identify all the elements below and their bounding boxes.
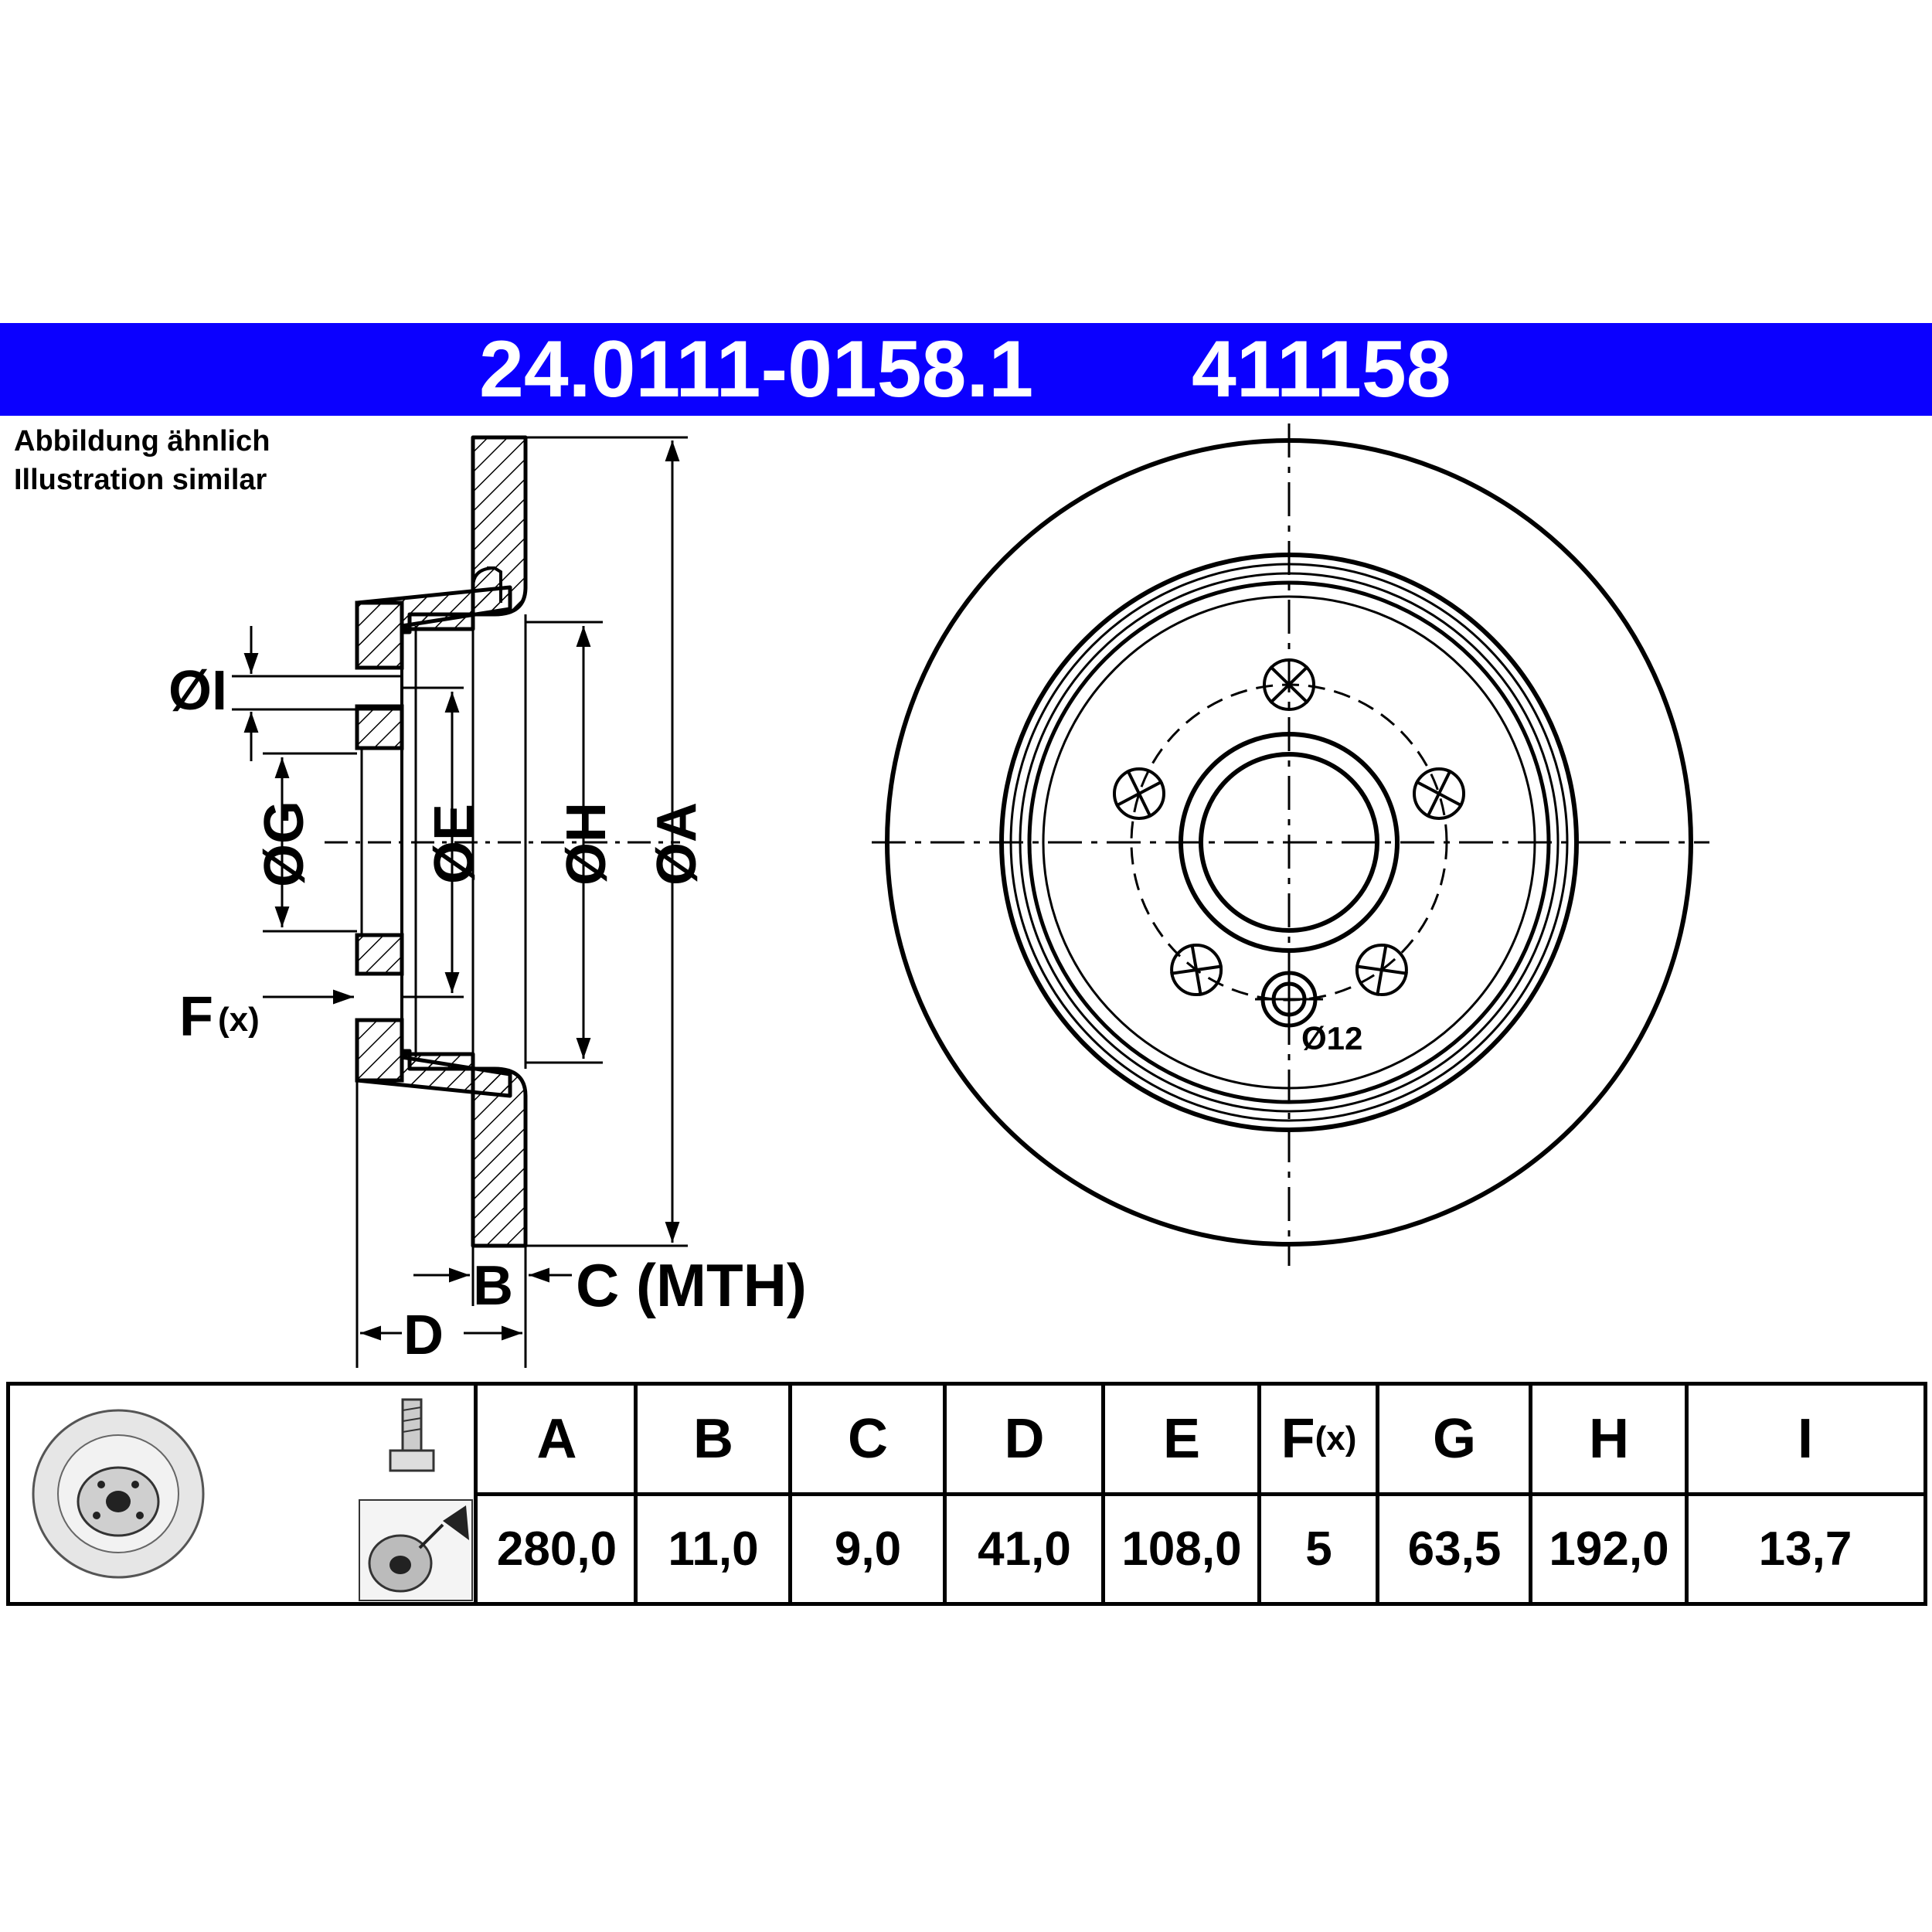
label-dia-g: ØG — [253, 801, 315, 887]
label-b: B — [473, 1255, 513, 1317]
column-value-a: 280,0 — [496, 1522, 617, 1576]
locating-hole — [1255, 966, 1323, 1032]
label-c-mth: C (MTH) — [576, 1251, 807, 1319]
label-f: F — [179, 986, 213, 1048]
column-value-d: 41,0 — [978, 1522, 1071, 1576]
table-column-divider — [1257, 1386, 1261, 1602]
label-dia-i: ØI — [168, 660, 227, 722]
flange-bottom-b — [355, 1018, 404, 1083]
reference-number: 411158 — [1192, 325, 1451, 414]
bolt-hole — [1263, 658, 1315, 711]
flange-top-b — [355, 704, 404, 750]
label-f-suffix: (x) — [218, 1001, 260, 1039]
column-value-f: 5 — [1305, 1522, 1332, 1576]
column-header-i: I — [1797, 1408, 1813, 1470]
column-header-h: H — [1589, 1408, 1629, 1470]
column-header-c: C — [848, 1408, 888, 1470]
brake-disc-icon — [32, 1409, 205, 1579]
bolt-icon — [389, 1398, 435, 1472]
label-dia-e: ØE — [423, 804, 485, 884]
label-bolt-hole: Ø12 — [1301, 1020, 1362, 1056]
bolt-hole — [1413, 767, 1466, 820]
dimension-labels: ØI ØG ØE ØH ØA F (x) B C (MTH) D — [168, 660, 807, 1366]
flange-bottom-a — [355, 933, 404, 976]
table-column-divider — [1101, 1386, 1105, 1602]
section-view — [232, 435, 688, 1368]
label-dia-a: ØA — [646, 802, 708, 886]
column-header-d: D — [1004, 1408, 1045, 1470]
column-value-c: 9,0 — [834, 1522, 902, 1576]
table-column-divider — [1376, 1386, 1379, 1602]
label-d: D — [403, 1304, 444, 1366]
note-english: Illustration similar — [14, 464, 267, 496]
front-view — [872, 423, 1709, 1266]
column-value-g: 63,5 — [1407, 1522, 1502, 1576]
flange-top-a — [355, 600, 404, 670]
column-header-b: B — [693, 1408, 733, 1470]
table-column-divider — [1685, 1386, 1689, 1602]
column-value-h: 192,0 — [1549, 1522, 1669, 1576]
table-column-divider — [788, 1386, 792, 1602]
table-row-divider — [474, 1492, 1923, 1496]
bolt-hole — [1170, 944, 1223, 997]
column-value-e: 108,0 — [1121, 1522, 1242, 1576]
spec-table: A 280,0 B 11,0 C 9,0 D 41,0 E 108,0 F(x) 5 G 63,5 H 192… — [6, 1382, 1927, 1606]
header-bar — [0, 323, 1932, 416]
grease-disc-icon — [359, 1499, 473, 1601]
label-dia-h: ØH — [556, 802, 617, 886]
note-german: Abbildung ähnlich — [14, 425, 270, 457]
table-column-divider — [1529, 1386, 1532, 1602]
bolt-hole — [1355, 944, 1408, 997]
column-header-a: A — [536, 1408, 577, 1470]
bolt-hole — [1112, 767, 1165, 820]
table-icons — [32, 1398, 473, 1601]
table-column-divider — [634, 1386, 638, 1602]
column-value-i: 13,7 — [1758, 1522, 1852, 1576]
bolt-holes — [1112, 658, 1466, 997]
column-header-f: F(x) — [1281, 1408, 1357, 1470]
column-header-e: E — [1162, 1408, 1201, 1470]
part-number: 24.0111-0158.1 — [479, 325, 1034, 414]
table-column-divider — [943, 1386, 947, 1602]
column-header-g: G — [1432, 1408, 1476, 1470]
section-hat-top — [471, 566, 502, 629]
hub-bore-inner — [1199, 752, 1379, 933]
column-value-b: 11,0 — [668, 1522, 759, 1576]
